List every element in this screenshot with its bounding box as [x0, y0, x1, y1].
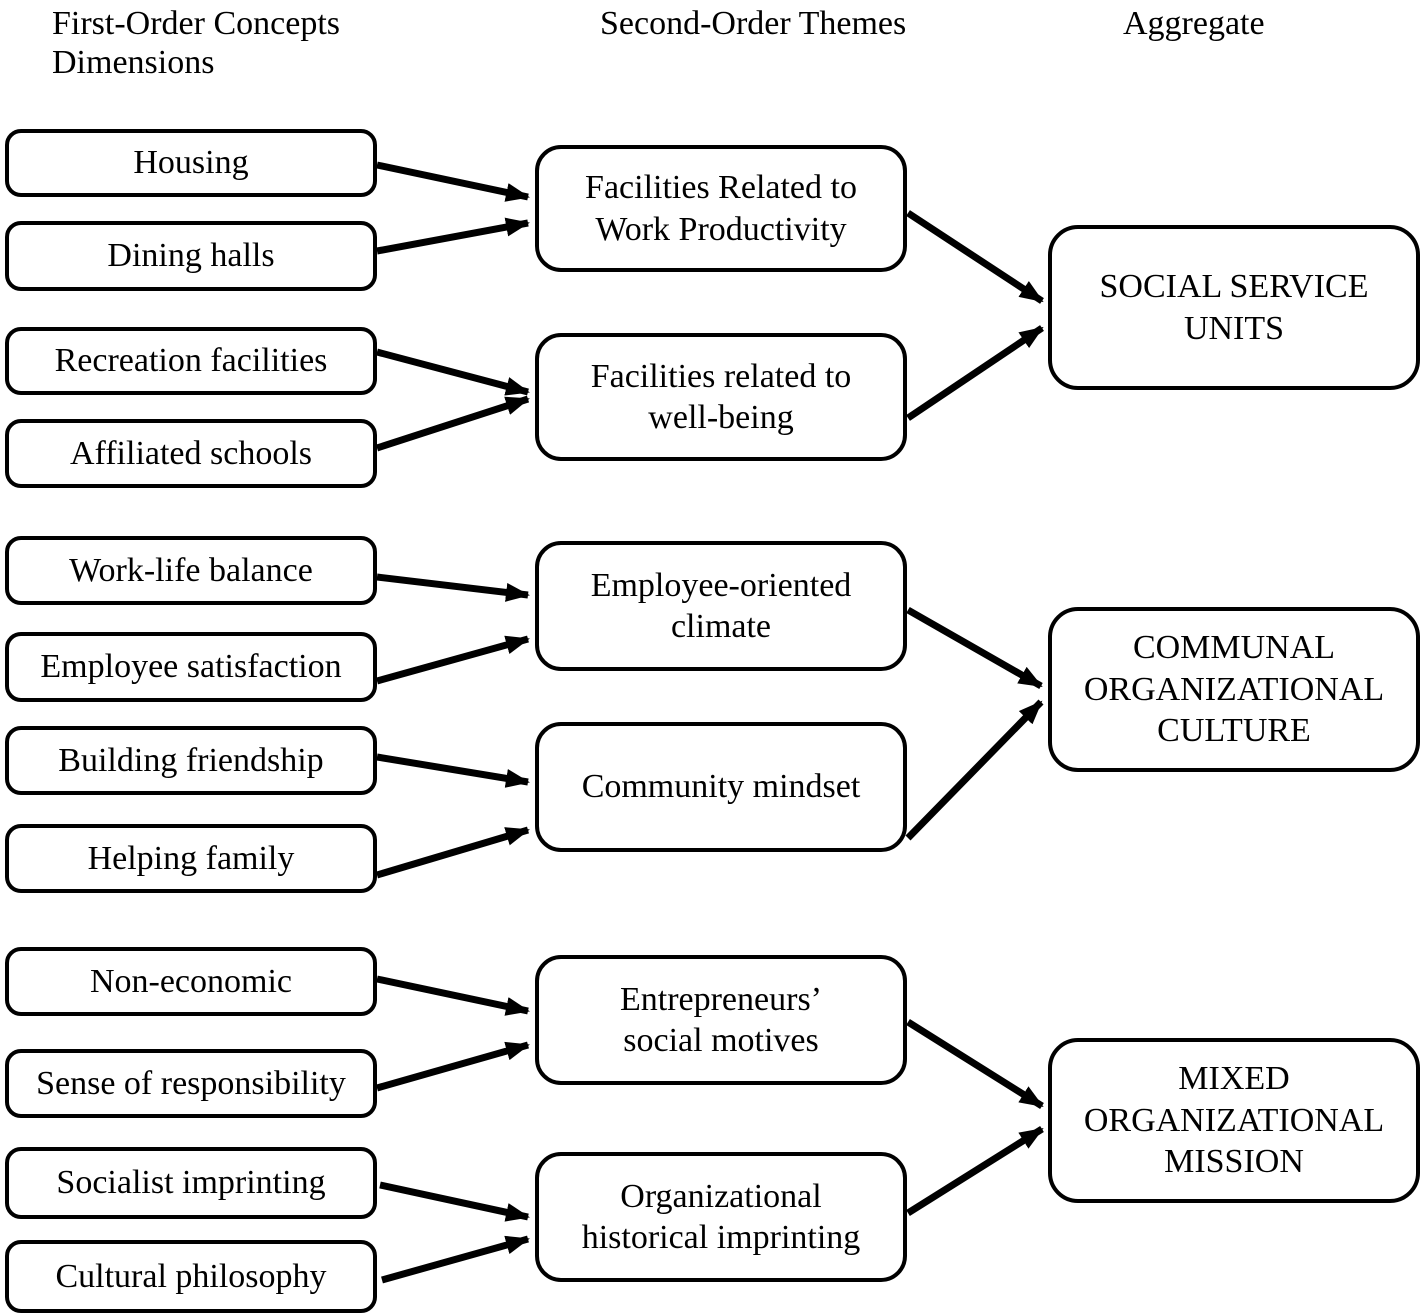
box-mixed-organizational-mission: MIXED ORGANIZATIONAL MISSION	[1048, 1038, 1420, 1203]
box-community-mindset: Community mindset	[535, 722, 907, 852]
box-dining-halls: Dining halls	[5, 221, 377, 291]
box-facilities-work-productivity: Facilities Related to Work Productivity	[535, 145, 907, 272]
arrow-recreation-facilities-to-facilities-well-being	[376, 348, 530, 396]
box-communal-organizational-culture: COMMUNAL ORGANIZATIONAL CULTURE	[1048, 607, 1420, 772]
column-header-second-order: Second-Order Themes	[600, 5, 907, 42]
arrow-work-life-balance-to-employee-oriented-climate	[376, 573, 530, 602]
box-social-service-units: SOCIAL SERVICE UNITS	[1048, 225, 1420, 390]
arrow-socialist-imprinting-to-organizational-historical-imprinting	[379, 1181, 530, 1222]
column-header-aggregate: Aggregate	[1123, 5, 1265, 42]
box-recreation-facilities: Recreation facilities	[5, 327, 377, 395]
arrow-building-friendship-to-community-mindset	[376, 753, 530, 788]
box-employee-satisfaction: Employee satisfaction	[5, 632, 377, 702]
arrow-dining-halls-to-facilities-work-productivity	[376, 217, 530, 255]
box-facilities-well-being: Facilities related to well-being	[535, 333, 907, 461]
arrow-facilities-well-being-to-social-service-units	[906, 325, 1044, 421]
arrow-cultural-philosophy-to-organizational-historical-imprinting	[381, 1235, 530, 1284]
arrow-entrepreneurs-social-motives-to-mixed-organizational-mission	[906, 1019, 1044, 1109]
box-employee-oriented-climate: Employee-oriented climate	[535, 541, 907, 671]
arrow-helping-family-to-community-mindset	[376, 826, 530, 879]
arrow-organizational-historical-imprinting-to-mixed-organizational-mission	[906, 1126, 1044, 1216]
box-work-life-balance: Work-life balance	[5, 536, 377, 605]
box-non-economic: Non-economic	[5, 947, 377, 1016]
arrow-community-mindset-to-communal-organizational-culture	[905, 699, 1044, 841]
column-header-first-order-line2: Dimensions	[52, 44, 215, 82]
arrow-housing-to-facilities-work-productivity	[376, 161, 530, 202]
box-building-friendship: Building friendship	[5, 726, 377, 795]
box-socialist-imprinting: Socialist imprinting	[5, 1147, 377, 1219]
box-sense-of-responsibility: Sense of responsibility	[5, 1049, 377, 1118]
box-entrepreneurs-social-motives: Entrepreneurs’ social motives	[535, 955, 907, 1085]
column-header-first-order-line1: First-Order Concepts	[52, 5, 341, 42]
arrow-facilities-work-productivity-to-social-service-units	[906, 210, 1044, 304]
box-helping-family: Helping family	[5, 824, 377, 893]
box-affiliated-schools: Affiliated schools	[5, 419, 377, 488]
arrow-sense-of-responsibility-to-entrepreneurs-social-motives	[376, 1041, 530, 1092]
arrow-affiliated-schools-to-facilities-well-being	[375, 395, 530, 452]
arrow-non-economic-to-entrepreneurs-social-motives	[376, 975, 530, 1016]
box-organizational-historical-imprinting: Organizational historical imprinting	[535, 1152, 907, 1282]
box-cultural-philosophy: Cultural philosophy	[5, 1240, 377, 1313]
column-header-first-order: First-Order Concepts Dimensions	[52, 4, 340, 83]
box-housing: Housing	[5, 129, 377, 197]
arrow-employee-satisfaction-to-employee-oriented-climate	[376, 635, 530, 685]
arrow-employee-oriented-climate-to-communal-organizational-culture	[906, 606, 1043, 690]
